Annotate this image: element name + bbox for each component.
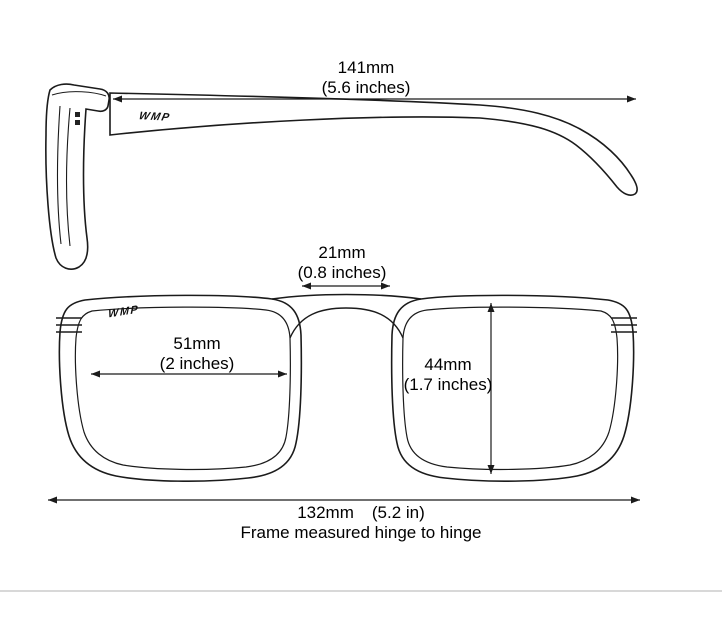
lens-height-inches: (1.7 inches) xyxy=(403,375,493,394)
temple-length-mm: 141mm xyxy=(337,58,395,77)
brand-logo-side-icon: WMP xyxy=(137,110,172,124)
front-right-lens-inner xyxy=(402,306,619,471)
lens-width-inches: (2 inches) xyxy=(159,354,235,373)
right-hinge-lines xyxy=(611,317,637,333)
bottom-divider xyxy=(0,590,722,592)
temple-length-label: 141mm (5.6 inches) xyxy=(256,58,476,98)
lens-width-label: 51mm (2 inches) xyxy=(107,334,287,374)
hinge-dot-1 xyxy=(75,112,80,117)
side-view-top-inner-line xyxy=(51,91,107,97)
bridge-width-label: 21mm (0.8 inches) xyxy=(252,243,432,283)
side-view-temple-arm xyxy=(109,92,638,196)
frame-width-values: 132mm (5.2 in) xyxy=(161,503,561,523)
frame-width-inches: (5.2 in) xyxy=(371,503,425,522)
temple-length-inches: (5.6 inches) xyxy=(321,78,411,97)
lens-height-label: 44mm (1.7 inches) xyxy=(358,355,538,395)
frame-width-mm: 132mm xyxy=(297,503,354,522)
side-view-inner-line-1 xyxy=(56,105,62,245)
lens-width-mm: 51mm xyxy=(173,334,221,353)
bridge-top-curve xyxy=(271,293,422,300)
hinge-dot-2 xyxy=(75,120,80,125)
bridge-underside-curve xyxy=(289,307,404,339)
left-hinge-lines xyxy=(56,317,82,333)
bridge-width-inches: (0.8 inches) xyxy=(297,263,387,282)
front-left-lens-inner xyxy=(74,306,291,471)
frame-width-label: 132mm (5.2 in) Frame measured hinge to hi… xyxy=(161,503,561,543)
bridge-width-mm: 21mm xyxy=(318,243,366,262)
side-view-inner-line-2 xyxy=(66,107,71,247)
frame-width-note: Frame measured hinge to hinge xyxy=(240,523,482,542)
lens-height-mm: 44mm xyxy=(424,355,472,374)
side-view-front-frame xyxy=(45,83,110,270)
front-left-lens-outer xyxy=(58,294,303,482)
